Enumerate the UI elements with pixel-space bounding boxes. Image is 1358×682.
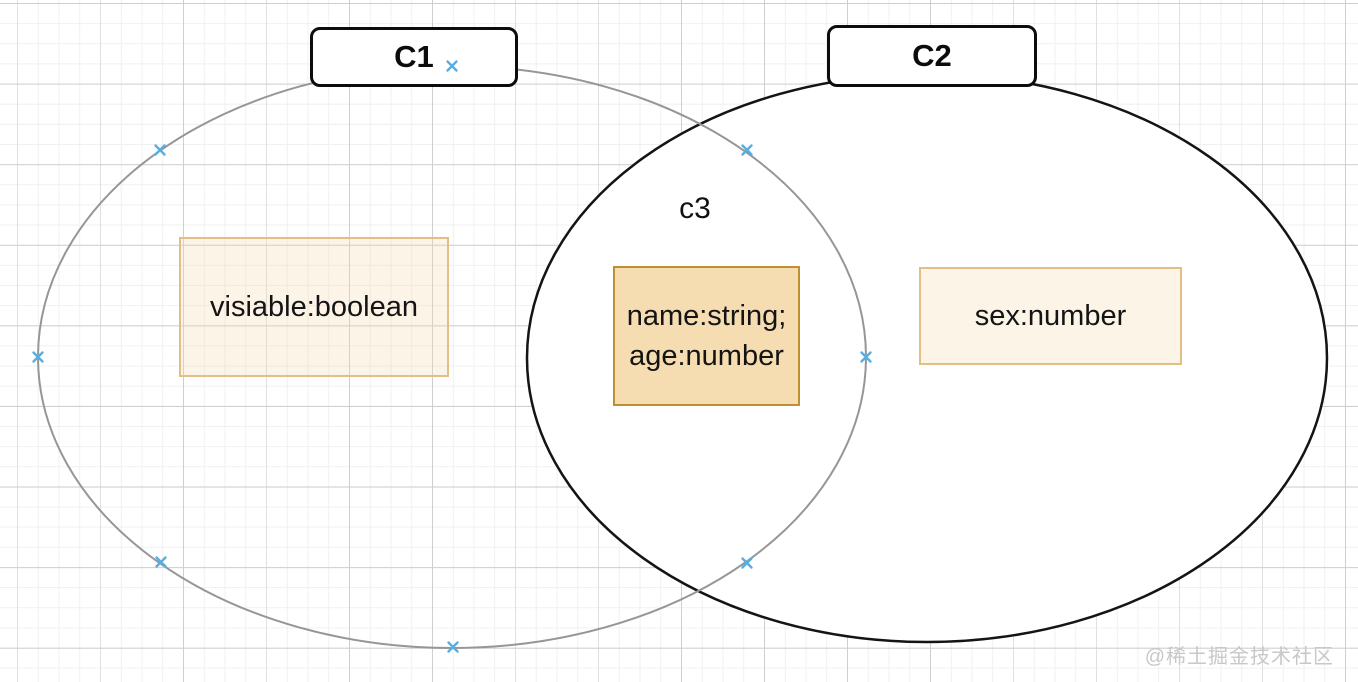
- intersection-attribute-line2: age:number: [629, 340, 784, 372]
- x-cross-glyph: [154, 144, 166, 156]
- anchor-x-icon[interactable]: [31, 350, 45, 364]
- set2-attribute-box[interactable]: sex:number: [919, 267, 1182, 365]
- set1-attribute-box[interactable]: visiable:boolean: [179, 237, 449, 377]
- intersection-attribute-box[interactable]: name:string; age:number: [613, 266, 800, 406]
- watermark: @稀土掘金技术社区: [1144, 646, 1334, 668]
- set2-label-box[interactable]: C2: [827, 25, 1037, 87]
- set1-label-text: C1: [394, 39, 434, 74]
- x-cross-glyph: [741, 557, 753, 569]
- x-cross-glyph: [32, 351, 44, 363]
- x-cross-glyph: [860, 351, 872, 363]
- x-cross-glyph: [446, 60, 458, 72]
- set2-attribute-text: sex:number: [974, 300, 1127, 332]
- set1-label-box[interactable]: C1: [310, 27, 518, 87]
- x-cross-glyph: [155, 556, 167, 568]
- anchor-x-icon[interactable]: [740, 143, 754, 157]
- anchor-x-icon[interactable]: [445, 59, 459, 73]
- anchor-x-icon[interactable]: [446, 640, 460, 654]
- x-cross-glyph: [741, 144, 753, 156]
- anchor-x-icon[interactable]: [153, 143, 167, 157]
- intersection-label: c3: [679, 192, 711, 225]
- intersection-attribute-line1: name:string;: [626, 300, 787, 332]
- anchor-x-icon[interactable]: [154, 555, 168, 569]
- set2-label-text: C2: [912, 38, 952, 73]
- x-cross-glyph: [447, 641, 459, 653]
- set1-attribute-text: visiable:boolean: [210, 291, 418, 323]
- anchor-x-icon[interactable]: [859, 350, 873, 364]
- anchor-x-icon[interactable]: [740, 556, 754, 570]
